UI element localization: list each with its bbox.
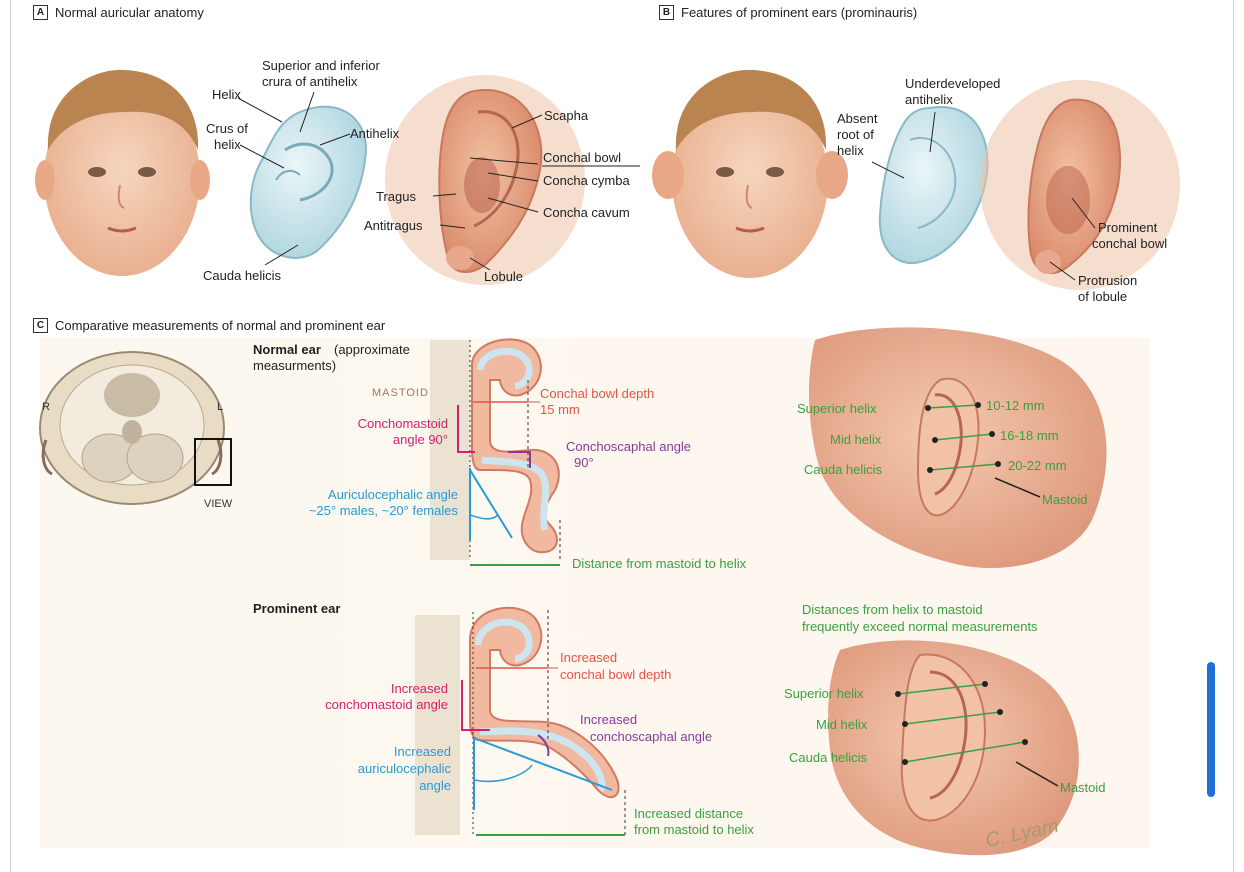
label-prominent-bowl-1: Prominent — [1098, 220, 1158, 235]
label-concha-cavum: Concha cavum — [543, 205, 630, 220]
prominent-distance-1: Increased distance — [634, 806, 743, 821]
normal-superior-helix: Superior helix — [797, 401, 877, 416]
label-helix: Helix — [212, 87, 241, 102]
normal-mid-helix: Mid helix — [830, 432, 882, 447]
label-protrusion-1: Protrusion — [1078, 273, 1137, 288]
prominent-note-2: frequently exceed normal measurements — [802, 619, 1038, 634]
conchomastoid-1: Conchomastoid — [358, 416, 448, 431]
label-antitragus: Antitragus — [364, 218, 423, 233]
label-lobule: Lobule — [484, 269, 523, 284]
label-concha-cymba: Concha cymba — [543, 173, 630, 188]
normal-ear-heading-rest-2: measurments) — [253, 358, 336, 373]
conchomastoid-2: angle 90° — [393, 432, 448, 447]
label-absent-3: helix — [837, 143, 864, 158]
prominent-cauda-helicis: Cauda helicis — [789, 750, 868, 765]
label-tragus: Tragus — [376, 189, 416, 204]
conchal-depth-1: Conchal bowl depth — [540, 386, 654, 401]
label-conchal-bowl: Conchal bowl — [543, 150, 621, 165]
auriculocephalic-2: ~25° males, ~20° females — [309, 503, 459, 518]
prominent-conchoscaphal-1: Increased — [580, 712, 637, 727]
normal-mid-value: 16-18 mm — [1000, 428, 1059, 443]
prominent-distance-2: from mastoid to helix — [634, 822, 754, 837]
label-scapha: Scapha — [544, 108, 589, 123]
prominent-conchomastoid-2: conchomastoid angle — [325, 697, 448, 712]
prominent-superior-helix: Superior helix — [784, 686, 864, 701]
child-face-a — [35, 70, 210, 276]
normal-mastoid: Mastoid — [1042, 492, 1088, 507]
prominent-depth-1: Increased — [560, 650, 617, 665]
axial-l: L — [217, 401, 223, 413]
label-absent-2: root of — [837, 127, 874, 142]
prominent-auriculocephalic-3: angle — [419, 778, 451, 793]
prominent-ear-photo-b — [980, 80, 1180, 290]
child-face-b — [652, 70, 848, 278]
scrollbar-thumb[interactable] — [1207, 662, 1215, 797]
label-crus-of-helix-2: helix — [214, 137, 241, 152]
label-antihelix: Antihelix — [350, 126, 400, 141]
label-absent-1: Absent — [837, 111, 878, 126]
label-cauda-helicis: Cauda helicis — [203, 268, 282, 283]
prominent-conchomastoid-1: Increased — [391, 681, 448, 696]
prominent-auriculocephalic-2: auriculocephalic — [358, 761, 452, 776]
label-crura-1: Superior and inferior — [262, 58, 380, 73]
prominent-note-1: Distances from helix to mastoid — [802, 602, 983, 617]
label-crus-of-helix-1: Crus of — [206, 121, 248, 136]
normal-ear-heading: Normal ear — [253, 342, 321, 357]
label-prominent-bowl-2: conchal bowl — [1092, 236, 1167, 251]
mastoid-label: MASTOID — [372, 387, 429, 399]
label-underdeveloped-2: antihelix — [905, 92, 953, 107]
prominent-mid-helix: Mid helix — [816, 717, 868, 732]
conchal-depth-2: 15 mm — [540, 402, 580, 417]
conchoscaphal-1: Conchoscaphal angle — [566, 439, 691, 454]
label-crura-2: crura of antihelix — [262, 74, 358, 89]
label-underdeveloped-1: Underdeveloped — [905, 76, 1000, 91]
prominent-auriculocephalic-1: Increased — [394, 744, 451, 759]
prominent-conchoscaphal-2: conchoscaphal angle — [590, 729, 712, 744]
normal-cauda-value: 20-22 mm — [1008, 458, 1067, 473]
normal-ear-heading-rest-1: (approximate — [334, 342, 410, 357]
prominent-depth-2: conchal bowl depth — [560, 667, 671, 682]
distance-label: Distance from mastoid to helix — [572, 556, 747, 571]
axial-view: VIEW — [204, 498, 233, 510]
label-protrusion-2: of lobule — [1078, 289, 1127, 304]
prominent-ear-heading: Prominent ear — [253, 601, 340, 616]
auriculocephalic-1: Auriculocephalic angle — [328, 487, 458, 502]
conchoscaphal-2: 90° — [574, 455, 594, 470]
cartilage-ear-a — [251, 107, 366, 258]
normal-superior-value: 10-12 mm — [986, 398, 1045, 413]
normal-cauda-helicis: Cauda helicis — [804, 462, 883, 477]
cartilage-ear-b — [880, 107, 988, 263]
axial-r: R — [42, 401, 50, 413]
prominent-mastoid: Mastoid — [1060, 780, 1106, 795]
